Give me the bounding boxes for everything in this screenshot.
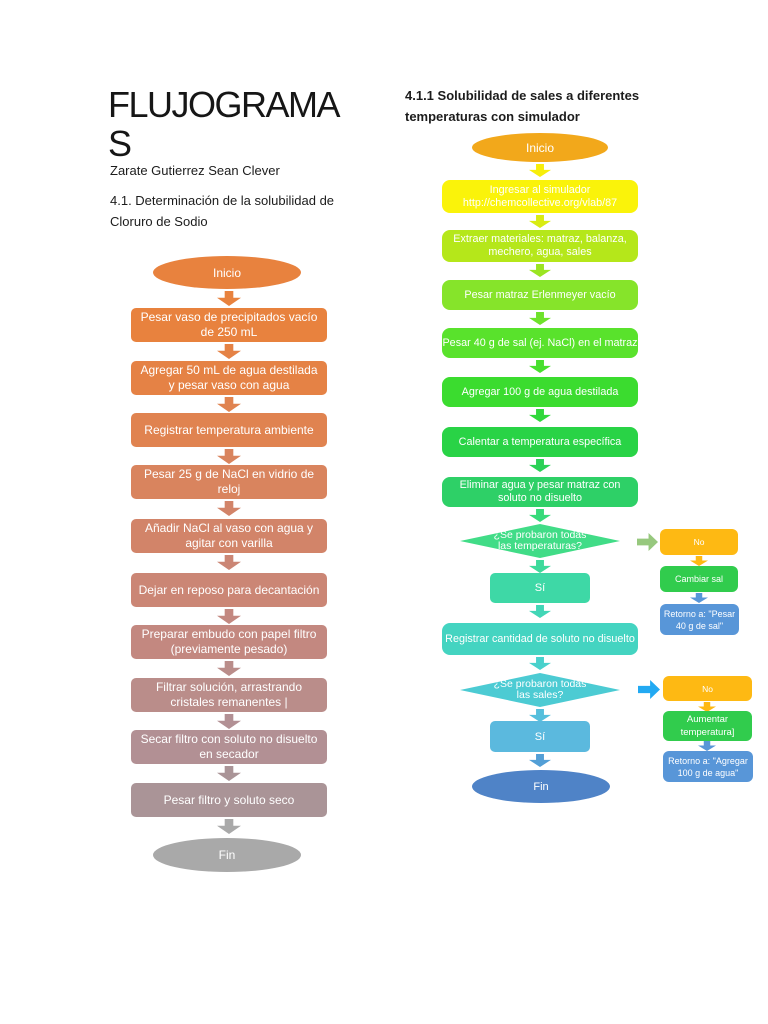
- flow-step: Pesar 25 g de NaCl en vidrio de reloj: [131, 465, 327, 499]
- decision-diamond: ¿Se probaron todas las sales?: [460, 673, 620, 707]
- start-ellipse: Inicio: [153, 256, 301, 289]
- down-arrow: [217, 397, 241, 412]
- down-arrow: [217, 449, 241, 464]
- decision-label: ¿Se probaron todas las sales?: [493, 678, 587, 701]
- flow-step: Preparar embudo con papel filtro (previa…: [131, 625, 327, 659]
- down-arrow: [217, 344, 241, 359]
- down-arrow: [529, 560, 551, 573]
- page-title: FLUJOGRAMA S: [108, 85, 358, 163]
- branch-connector-arrow: [638, 680, 660, 699]
- down-arrow: [217, 609, 241, 624]
- action-box: Aumentar temperatura]: [663, 711, 752, 741]
- flow-step: Secar filtro con soluto no disuelto en s…: [131, 730, 327, 764]
- return-box: Retorno a: "Pesar 40 g de sal": [660, 604, 739, 635]
- no-box: No: [660, 529, 738, 555]
- flow-step: Registrar cantidad de soluto no disuelto: [442, 623, 638, 655]
- section-heading-right: 4.1.1 Solubilidad de sales a diferentes …: [405, 88, 640, 124]
- end-ellipse: Fin: [153, 838, 301, 872]
- down-arrow: [529, 409, 551, 422]
- section-heading-left: 4.1. Determinación de la solubilidad de …: [110, 193, 335, 229]
- flow-step: Registrar temperatura ambiente: [131, 413, 327, 447]
- start-ellipse: Inicio: [472, 133, 608, 162]
- flow-step: Añadir NaCl al vaso con agua y agitar co…: [131, 519, 327, 553]
- down-arrow: [529, 509, 551, 522]
- flow-step: Pesar vaso de precipitados vacío de 250 …: [131, 308, 327, 342]
- down-arrow: [529, 605, 551, 618]
- down-arrow: [529, 164, 551, 177]
- down-arrow: [217, 819, 241, 834]
- flow-step: Ingresar al simulador http://chemcollect…: [442, 180, 638, 213]
- down-arrow: [529, 360, 551, 373]
- down-arrow: [217, 661, 241, 676]
- decision-diamond: ¿Se probaron todas las temperaturas?: [460, 524, 620, 558]
- down-arrow: [529, 459, 551, 472]
- down-arrow: [529, 264, 551, 277]
- action-box: Cambiar sal: [660, 566, 738, 592]
- down-arrow: [217, 501, 241, 516]
- flow-step: Eliminar agua y pesar matraz con soluto …: [442, 477, 638, 507]
- down-arrow: [690, 593, 708, 603]
- down-arrow: [529, 215, 551, 228]
- flow-step: Pesar matraz Erlenmeyer vacío: [442, 280, 638, 310]
- no-box: No: [663, 676, 752, 701]
- decision-label: ¿Se probaron todas las temperaturas?: [493, 529, 587, 552]
- flow-step: Agregar 50 mL de agua destilada y pesar …: [131, 361, 327, 395]
- down-arrow: [698, 702, 716, 712]
- flow-step: Extraer materiales: matraz, balanza, mec…: [442, 230, 638, 262]
- flow-step: Pesar 40 g de sal (ej. NaCl) en el matra…: [442, 328, 638, 358]
- down-arrow: [217, 291, 241, 306]
- down-arrow: [698, 741, 716, 751]
- flow-step: Pesar filtro y soluto seco: [131, 783, 327, 817]
- down-arrow: [217, 766, 241, 781]
- down-arrow: [529, 754, 551, 767]
- page-title-line2: S: [108, 123, 132, 164]
- end-ellipse: Fin: [472, 770, 610, 803]
- down-arrow: [529, 312, 551, 325]
- return-box: Retorno a: "Agregar 100 g de agua": [663, 751, 753, 782]
- yes-box: Sí: [490, 573, 590, 603]
- author: Zarate Gutierrez Sean Clever: [110, 163, 280, 178]
- flow-step: Agregar 100 g de agua destilada: [442, 377, 638, 407]
- page-title-line1: FLUJOGRAMA: [108, 84, 341, 125]
- yes-box: Sí: [490, 721, 590, 752]
- down-arrow: [690, 556, 708, 566]
- flow-step: Filtrar solución, arrastrando cristales …: [131, 678, 327, 712]
- flow-step: Dejar en reposo para decantación: [131, 573, 327, 607]
- down-arrow: [529, 657, 551, 670]
- down-arrow: [217, 714, 241, 729]
- flow-step: Calentar a temperatura específica: [442, 427, 638, 457]
- down-arrow: [217, 555, 241, 570]
- branch-connector-arrow: [637, 533, 658, 551]
